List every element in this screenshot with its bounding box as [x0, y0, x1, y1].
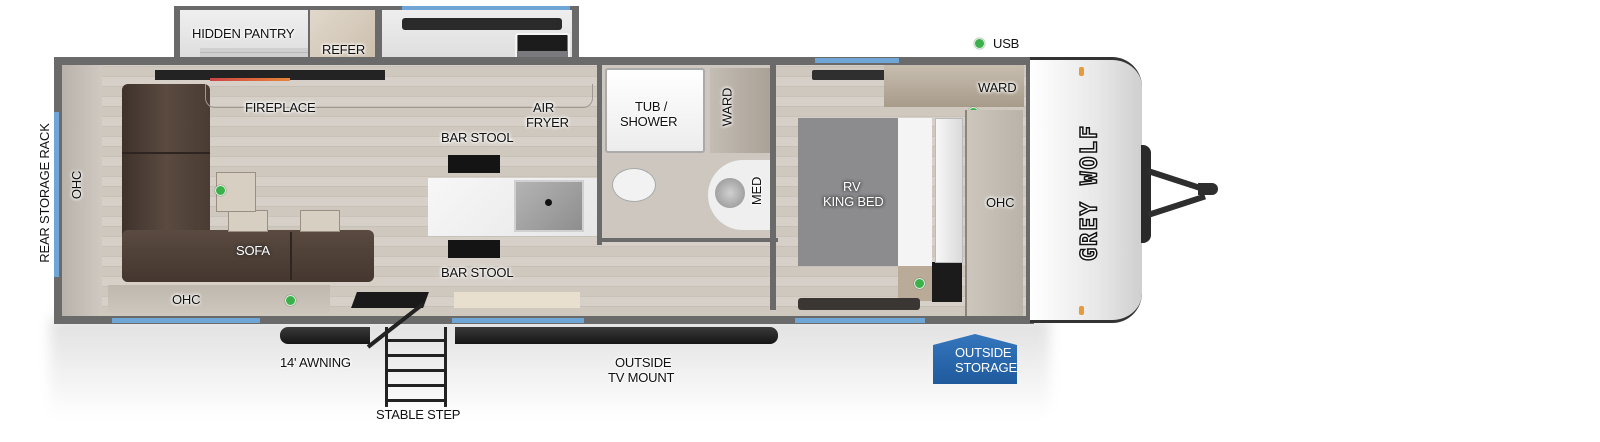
- side-table-2: [300, 210, 340, 232]
- hitch-coupler: [1198, 183, 1218, 195]
- fireplace-glow: [210, 78, 290, 81]
- label-ohc-rear: OHC: [69, 170, 84, 200]
- label-tub-shower-1: TUB /: [635, 99, 668, 114]
- label-ohc-sofa: OHC: [172, 292, 201, 307]
- marker-light-top: [1079, 67, 1084, 76]
- usb-outlet-sofa-ohc: [285, 295, 296, 306]
- sofa-window: [112, 318, 260, 323]
- label-ward-bedroom: WARD: [978, 80, 1017, 95]
- rear-ohc: [62, 65, 102, 316]
- sofa-divider-2: [290, 232, 292, 280]
- label-outside-storage-1: OUTSIDE: [955, 345, 1012, 360]
- brand-logo: GREY WOLF: [1077, 123, 1104, 262]
- label-outside-storage-2: STORAGE: [955, 360, 1017, 375]
- bath-sink-basin: [715, 178, 745, 208]
- label-air-fryer-2: FRYER: [526, 115, 569, 130]
- kitchen-sink: [514, 180, 584, 232]
- label-bed-1: RV: [843, 179, 861, 194]
- nightstand-drawer: [932, 262, 962, 302]
- kitchen-counter-edge: [205, 84, 593, 108]
- usb-legend-dot: [974, 38, 985, 49]
- label-med: MED: [749, 176, 764, 206]
- stable-step: [385, 327, 447, 407]
- label-ward-bath: WARD: [719, 87, 735, 127]
- bedroom-wall: [770, 65, 776, 310]
- sink-drain: [545, 199, 552, 206]
- toilet: [612, 168, 656, 202]
- label-outside-tv-1: OUTSIDE: [615, 355, 672, 370]
- front-ohc: [965, 110, 1023, 316]
- bedroom-closet: [935, 118, 963, 263]
- label-bar-stool-top: BAR STOOL: [441, 130, 514, 145]
- label-rear-storage-rack: REAR STORAGE RACK: [37, 123, 52, 263]
- rear-window: [54, 112, 59, 277]
- bedroom-window-top: [815, 58, 899, 63]
- label-bar-stool-bottom: BAR STOOL: [441, 265, 514, 280]
- king-bed: [798, 118, 898, 266]
- air-fryer-top: [518, 35, 567, 51]
- bedroom-shelf: [812, 70, 908, 80]
- label-sofa: SOFA: [236, 243, 270, 258]
- bath-wardrobe: [710, 68, 775, 153]
- front-cap: [1030, 57, 1142, 323]
- hitch-tongue-bottom: [1147, 193, 1206, 218]
- entry-mat: [454, 292, 580, 308]
- label-air-fryer-1: AIR: [533, 100, 555, 115]
- awning-front: [455, 327, 778, 344]
- fireplace-unit: [155, 70, 385, 80]
- bar-stool-bottom: [448, 240, 500, 258]
- sofa-divider-1: [122, 152, 210, 154]
- usb-outlet-sofa-side: [215, 185, 226, 196]
- label-bed-2: KING BED: [823, 194, 884, 209]
- bedroom-window-bottom: [795, 318, 925, 323]
- slideout-window: [402, 6, 570, 10]
- hitch-plate: [1141, 145, 1151, 243]
- side-table-1: [228, 210, 268, 232]
- bed-pillows: [898, 118, 932, 266]
- label-fireplace: FIREPLACE: [245, 100, 316, 115]
- usb-outlet-bedroom-nightstand: [914, 278, 925, 289]
- bath-wall-left: [597, 65, 602, 245]
- label-stable-step: STABLE STEP: [376, 407, 461, 422]
- awning-rear: [280, 327, 370, 344]
- bedroom-wardrobe: [884, 65, 1024, 107]
- label-tub-shower-2: SHOWER: [620, 114, 678, 129]
- sofa-ohc: [108, 285, 330, 313]
- range-hood: [402, 18, 562, 30]
- label-ohc-front: OHC: [986, 195, 1015, 210]
- label-outside-tv-2: TV MOUNT: [608, 370, 675, 385]
- marker-light-bottom: [1079, 306, 1084, 315]
- bar-stool-top: [448, 155, 500, 173]
- label-hidden-pantry: HIDDEN PANTRY: [192, 26, 295, 41]
- label-refer: REFER: [322, 42, 366, 57]
- usb-legend-label: USB: [993, 36, 1020, 51]
- bedroom-bench: [798, 298, 920, 310]
- sofa-seat: [122, 230, 374, 282]
- kitchen-window: [452, 318, 584, 323]
- label-awning: 14' AWNING: [280, 355, 351, 370]
- tub-shower: [605, 68, 705, 153]
- outside-storage-badge: [933, 334, 1017, 384]
- bath-wall-bottom: [600, 238, 778, 242]
